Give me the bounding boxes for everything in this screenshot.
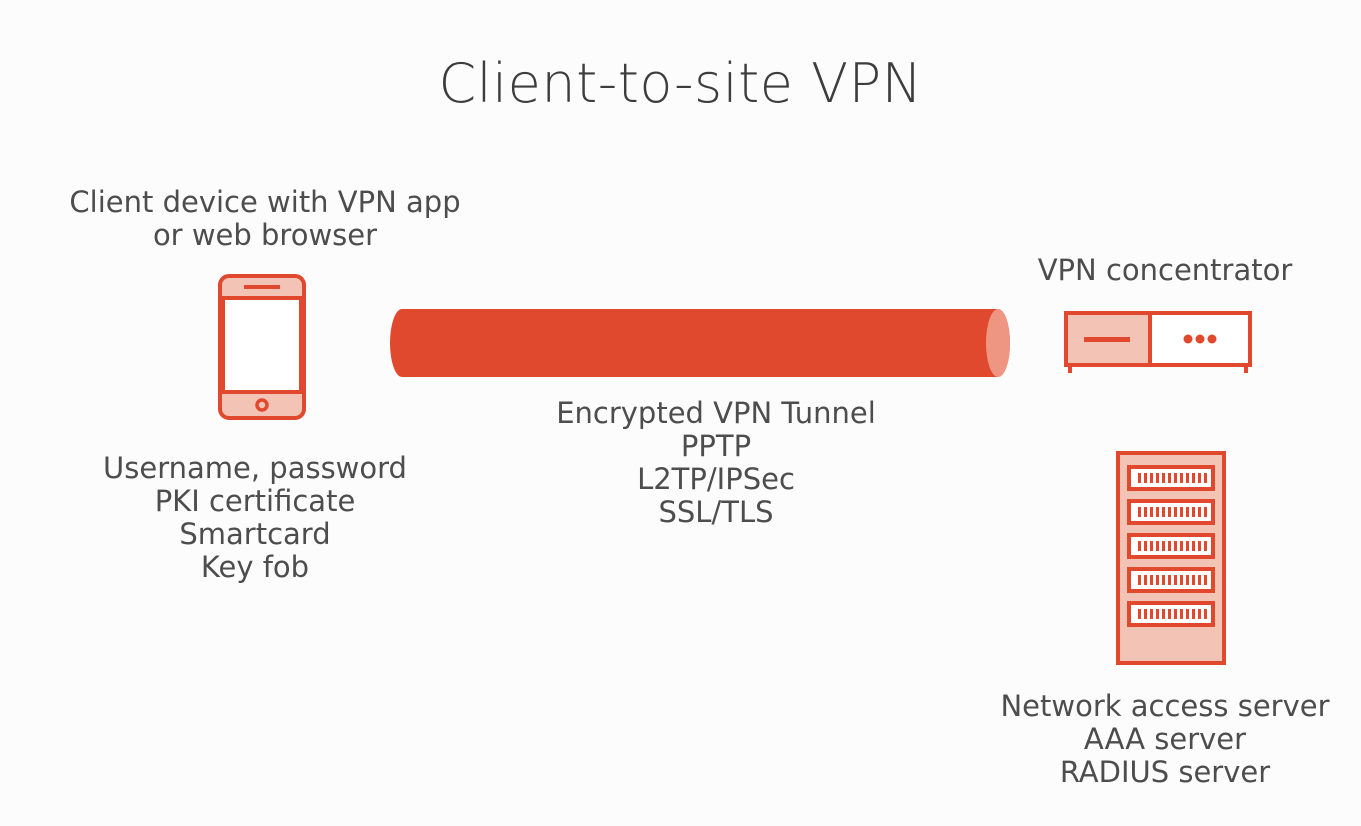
credential-item: Smartcard (179, 517, 331, 551)
credential-list: Username, password PKI certificate Smart… (20, 452, 490, 584)
concentrator-caption-text: VPN concentrator (1037, 253, 1293, 287)
tunnel-protocol: SSL/TLS (658, 495, 774, 529)
credential-item: PKI certificate (154, 484, 356, 518)
server-role: AAA server (1083, 722, 1247, 756)
tunnel-protocol: PPTP (680, 429, 752, 463)
diagram-title: Client-to-site VPN (438, 52, 923, 115)
smartphone-icon (218, 274, 306, 420)
credential-item: Username, password (103, 451, 407, 485)
client-caption-line-2: or web browser (152, 218, 378, 252)
client-caption-line-1: Client device with VPN app (69, 185, 461, 219)
server-role: Network access server (1000, 689, 1330, 723)
credential-item: Key fob (200, 550, 310, 584)
server-rack-icon (1116, 451, 1226, 665)
server-caption: Network access server AAA server RADIUS … (965, 690, 1361, 789)
client-device-caption: Client device with VPN app or web browse… (20, 186, 510, 252)
tunnel-caption-line-1: Encrypted VPN Tunnel (556, 396, 876, 430)
vpn-concentrator-caption: VPN concentrator (980, 254, 1350, 287)
vpn-concentrator-icon (1064, 311, 1252, 373)
tunnel-protocol: L2TP/IPSec (637, 462, 795, 496)
server-role: RADIUS server (1059, 755, 1271, 789)
tunnel-caption: Encrypted VPN Tunnel PPTP L2TP/IPSec SSL… (466, 397, 966, 529)
vpn-tunnel-pipe (390, 309, 1010, 377)
